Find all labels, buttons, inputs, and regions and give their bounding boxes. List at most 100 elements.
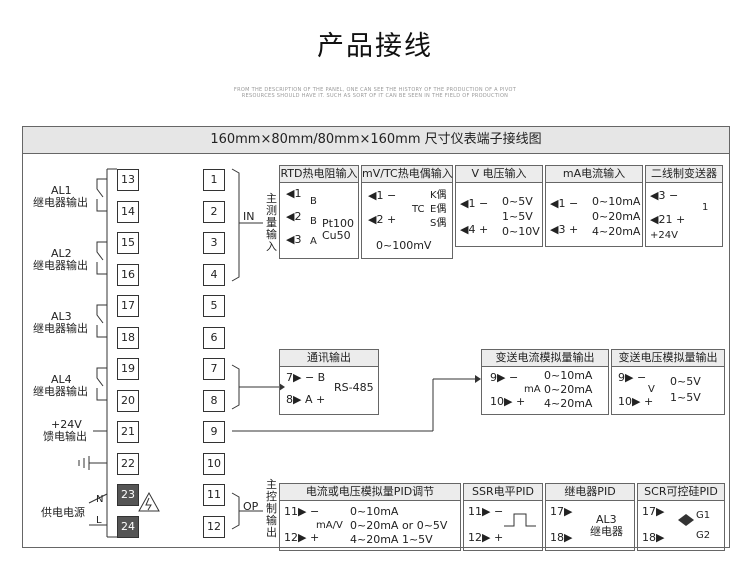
tc-box: mV/TC热电偶输入 ◀1 − ◀2 + TC K偶 E偶 S偶 0~100mV (361, 165, 453, 259)
scr-term-17: 17▶ (642, 505, 665, 518)
ssr-box: SSR电平PID 11▶ − 12▶ + (463, 483, 543, 551)
al3-sub: 继电器输出 (33, 322, 88, 335)
rtd-term-2: ◀2 (286, 210, 302, 223)
tc-e: E偶 (430, 204, 447, 215)
v-term-4: ◀4 + (460, 223, 489, 236)
tc-title: mV/TC热电偶输入 (362, 166, 453, 183)
transmitter-title: 二线制变送器 (646, 166, 722, 183)
terminal-12: 12 (203, 516, 225, 538)
terminal-8: 8 (203, 390, 225, 412)
al1-sub: 继电器输出 (33, 196, 88, 209)
relay-pid-term-17: 17▶ (550, 505, 573, 518)
transmitter-term-21: ◀21 + (650, 213, 686, 226)
ssr-term-12: 12▶ + (468, 531, 504, 544)
transmitter-term-3: ◀3 − (650, 189, 679, 202)
retrans-current-box: 变送电流模拟量输出 9▶ − 10▶ + mA 0~10mA 0~20mA 4~… (481, 349, 609, 415)
retrans-voltage-term-10: 10▶ + (618, 395, 654, 408)
rtd-term-3: ◀3 (286, 233, 302, 246)
scr-box: SCR可控硅PID 17▶ 18▶ G1 G2 (637, 483, 725, 551)
rtd-pin-b1: B (310, 196, 317, 207)
terminal-6: 6 (203, 327, 225, 349)
rtd-cu50: Cu50 (322, 229, 351, 242)
tc-term-1: ◀1 − (368, 189, 397, 202)
terminal-23: 23 (117, 484, 139, 506)
rtd-pin-a: A (310, 236, 317, 247)
op-tag: OP (243, 500, 259, 513)
terminal-7: 7 (203, 358, 225, 380)
pid-analog-line-1: 0~20mA or 0~5V (350, 519, 448, 532)
al2-sub: 继电器输出 (33, 259, 88, 272)
terminal-11: 11 (203, 484, 225, 506)
op-vertical-label: 主控制输出 (266, 478, 277, 539)
subtitle-line: FROM THE DESCRIPTION OF THE PANEL, ONE C… (233, 87, 517, 93)
comm-protocol: RS-485 (334, 381, 374, 394)
v-value-1: 1~5V (502, 210, 533, 223)
transmitter-box: 二线制变送器 ◀3 − ◀21 + +24V 1 (645, 165, 723, 247)
terminal-1: 1 (203, 169, 225, 191)
rtd-term-1: ◀1 (286, 187, 302, 200)
pid-analog-line-2: 4~20mA 1~5V (350, 533, 433, 546)
v-input-box: V 电压输入 ◀1 − ◀4 + 0~5V 1~5V 0~10V (455, 165, 543, 247)
scr-g1: G1 (696, 510, 711, 521)
wiring-lines (78, 168, 481, 538)
retrans-current-value-1: 0~20mA (544, 383, 593, 396)
neutral-label: N (96, 494, 104, 505)
retrans-current-unit: mA (524, 384, 541, 395)
feed-sub: 馈电输出 (43, 430, 87, 443)
retrans-current-value-2: 4~20mA (544, 397, 593, 410)
pid-analog-line-0: 0~10mA (350, 505, 399, 518)
rtd-pt100: Pt100 (322, 217, 354, 230)
v-input-title: V 电压输入 (456, 166, 542, 183)
terminal-10: 10 (203, 453, 225, 475)
in-tag: IN (243, 210, 255, 223)
retrans-current-term-10: 10▶ + (490, 395, 526, 408)
ma-value-1: 0~20mA (592, 210, 641, 223)
transmitter-24v: +24V (650, 230, 678, 241)
al4-label: AL4 (51, 373, 72, 386)
relay-pid-label2: 继电器 (590, 525, 623, 538)
al2-label: AL2 (51, 247, 72, 260)
ma-input-title: mA电流输入 (546, 166, 642, 183)
ssr-pulse-icon (504, 513, 536, 527)
retrans-current-term-9: 9▶ − (490, 371, 519, 384)
ma-term-3: ◀3 + (550, 223, 579, 236)
panel-title: 160mm×80mm/80mm×160mm 尺寸仪表端子接线图 (23, 127, 729, 154)
terminal-24: 24 (117, 516, 139, 538)
page-title: 产品接线 (317, 31, 433, 62)
transmitter-pin: 1 (702, 202, 709, 213)
retrans-voltage-title: 变送电压模拟量输出 (612, 350, 724, 367)
scr-title: SCR可控硅PID (638, 484, 724, 501)
ssr-term-11: 11▶ − (468, 505, 504, 518)
relay-pid-box: 继电器PID 17▶ 18▶ AL3 继电器 (545, 483, 635, 551)
terminal-17: 17 (117, 295, 139, 317)
relay-pid-title: 继电器PID (546, 484, 634, 501)
rtd-title: RTD热电阻输入 (280, 166, 358, 183)
scr-g2: G2 (696, 530, 711, 541)
v-term-1: ◀1 − (460, 197, 489, 210)
tc-term-2: ◀2 + (368, 213, 397, 226)
pid-analog-box: 电流或电压模拟量PID调节 11▶ − 12▶ + mA/V 0~10mA 0~… (279, 483, 461, 551)
terminal-9: 9 (203, 421, 225, 443)
terminal-20: 20 (117, 390, 139, 412)
tc-s: S偶 (430, 218, 447, 229)
retrans-voltage-value-1: 1~5V (670, 391, 701, 404)
power-label: 供电电源 (41, 506, 85, 519)
terminal-3: 3 (203, 232, 225, 254)
terminal-4: 4 (203, 264, 225, 286)
comm-term-7: 7▶ − B (286, 371, 326, 384)
al4-sub: 继电器输出 (33, 385, 88, 398)
al1-label: AL1 (51, 184, 72, 197)
tc-symbol: TC (412, 204, 425, 215)
page-subtitle: FROM THE DESCRIPTION OF THE PANEL, ONE C… (0, 87, 750, 99)
terminal-22: 22 (117, 453, 139, 475)
scr-term-18: 18▶ (642, 531, 665, 544)
comm-title: 通讯输出 (280, 350, 378, 367)
terminal-15: 15 (117, 232, 139, 254)
live-label: L (96, 515, 102, 526)
v-value-0: 0~5V (502, 195, 533, 208)
terminal-2: 2 (203, 201, 225, 223)
retrans-current-value-0: 0~10mA (544, 369, 593, 382)
ma-value-0: 0~10mA (592, 195, 641, 208)
ma-term-1: ◀1 − (550, 197, 579, 210)
ma-input-box: mA电流输入 ◀1 − ◀3 + 0~10mA 0~20mA 4~20mA (545, 165, 643, 247)
